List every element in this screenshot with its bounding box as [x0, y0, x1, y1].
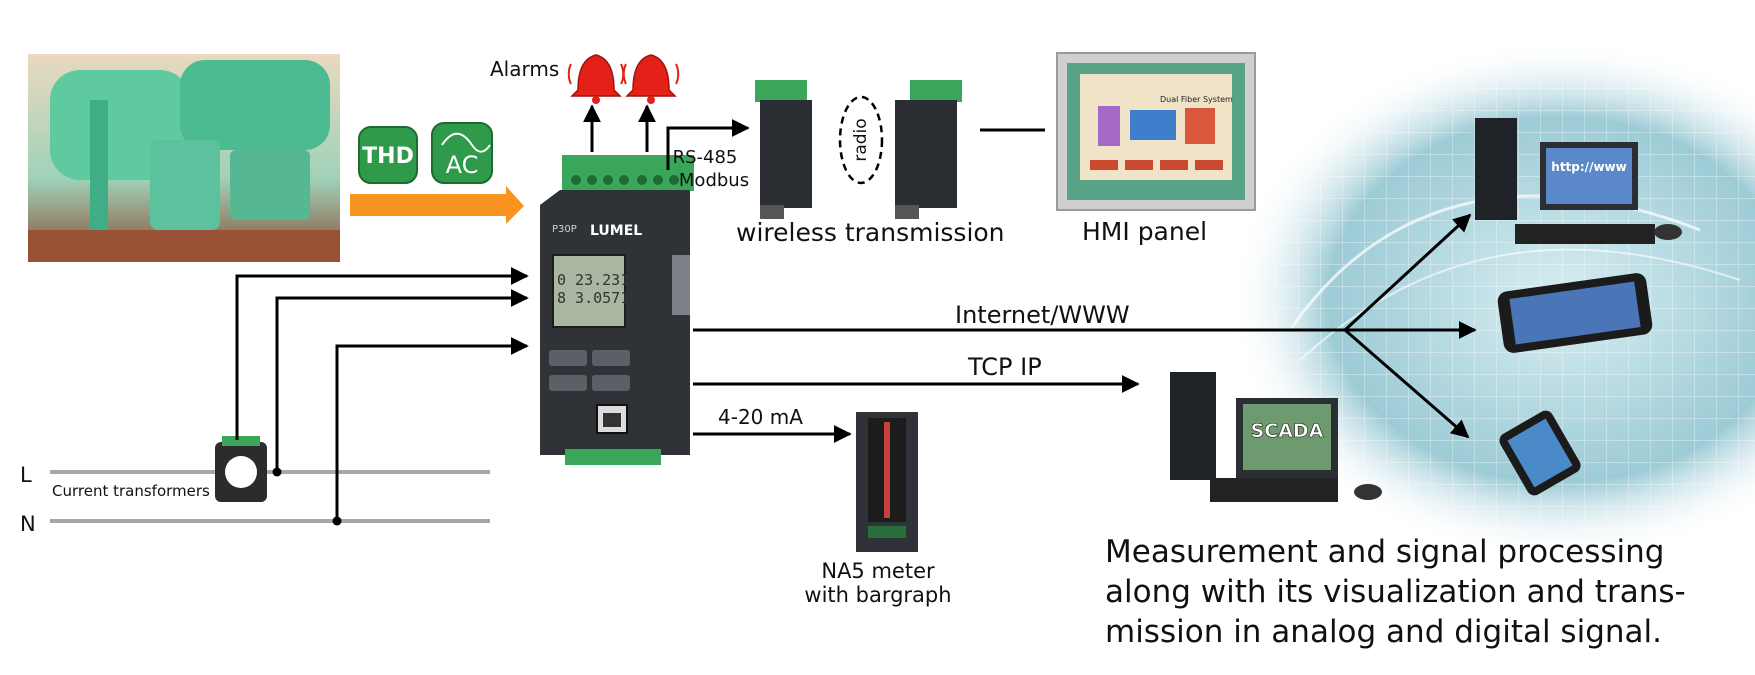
- internet-label: Internet/WWW: [955, 301, 1130, 329]
- display-line1: 0 23.231: [557, 271, 629, 289]
- voltage-signal-line: [335, 337, 529, 521]
- na5-meter: [856, 412, 918, 552]
- caption: Measurement and signal processing along …: [1105, 532, 1745, 652]
- wireless-label: wireless transmission: [736, 218, 1005, 247]
- na5-label-line2: with bargraph: [804, 583, 951, 607]
- pc-workstation: [1475, 118, 1682, 244]
- smartphone-device: [1499, 410, 1581, 496]
- scada-label: SCADA: [1251, 420, 1324, 442]
- thd-label: THD: [362, 144, 414, 169]
- alarms-label: Alarms: [490, 57, 559, 81]
- lumel-device: P30P LUMEL 0 23.231 8 3.0571: [540, 155, 694, 465]
- caption-line2: along with its visualization and trans-: [1105, 574, 1686, 610]
- radio-label: radio: [851, 118, 871, 161]
- factory-photo: [28, 54, 340, 262]
- caption-line3: mission in analog and digital signal.: [1105, 614, 1662, 650]
- current-transformer: [215, 436, 267, 502]
- hmi-panel: Dual Fiber System: [1056, 52, 1256, 211]
- ct-signal-line-2: [275, 289, 529, 472]
- signal-arrow-orange: [350, 186, 524, 224]
- rs485-label-line2: Modbus: [679, 170, 749, 191]
- line-n-label: N: [20, 512, 36, 536]
- display-line2: 8 3.0571: [557, 289, 629, 307]
- thd-badge: THD: [358, 126, 418, 184]
- hmi-screen-title: Dual Fiber System: [1160, 95, 1233, 104]
- scada-workstation: [1170, 372, 1382, 502]
- internet-to-pc-arrow: [1343, 213, 1472, 332]
- device-brand: LUMEL: [590, 223, 642, 239]
- lcd-display: [552, 254, 626, 328]
- rs485-arrow: [666, 119, 750, 170]
- tablet-device: [1497, 273, 1653, 353]
- internet-to-phone-arrow: [1344, 328, 1470, 439]
- line-l-label: L: [20, 463, 32, 487]
- wireless-module-rx: [895, 80, 962, 219]
- ma-label: 4-20 mA: [718, 405, 803, 429]
- up-button[interactable]: [549, 350, 587, 366]
- tcpip-label: TCP IP: [967, 353, 1042, 381]
- left-button[interactable]: [549, 375, 587, 391]
- enter-button[interactable]: [592, 375, 630, 391]
- radio-link: [838, 95, 884, 185]
- na5-label-line1: NA5 meter: [821, 559, 935, 583]
- http-label: http://www: [1551, 160, 1626, 174]
- ac-label: AC: [446, 151, 479, 179]
- ct-signal-line-1: [235, 267, 529, 440]
- alarm-bell-icon: [567, 54, 625, 104]
- caption-line1: Measurement and signal processing: [1105, 534, 1665, 570]
- alarm-bell-icon: [622, 54, 680, 104]
- rs485-label-line1: RS-485: [673, 147, 738, 168]
- current-transformers-label: Current transformers: [52, 482, 210, 500]
- ac-badge: AC: [431, 122, 493, 184]
- hmi-label: HMI panel: [1082, 217, 1207, 246]
- menu-button[interactable]: [592, 350, 630, 366]
- wireless-module-tx: [755, 80, 812, 219]
- device-model: P30P: [552, 224, 577, 235]
